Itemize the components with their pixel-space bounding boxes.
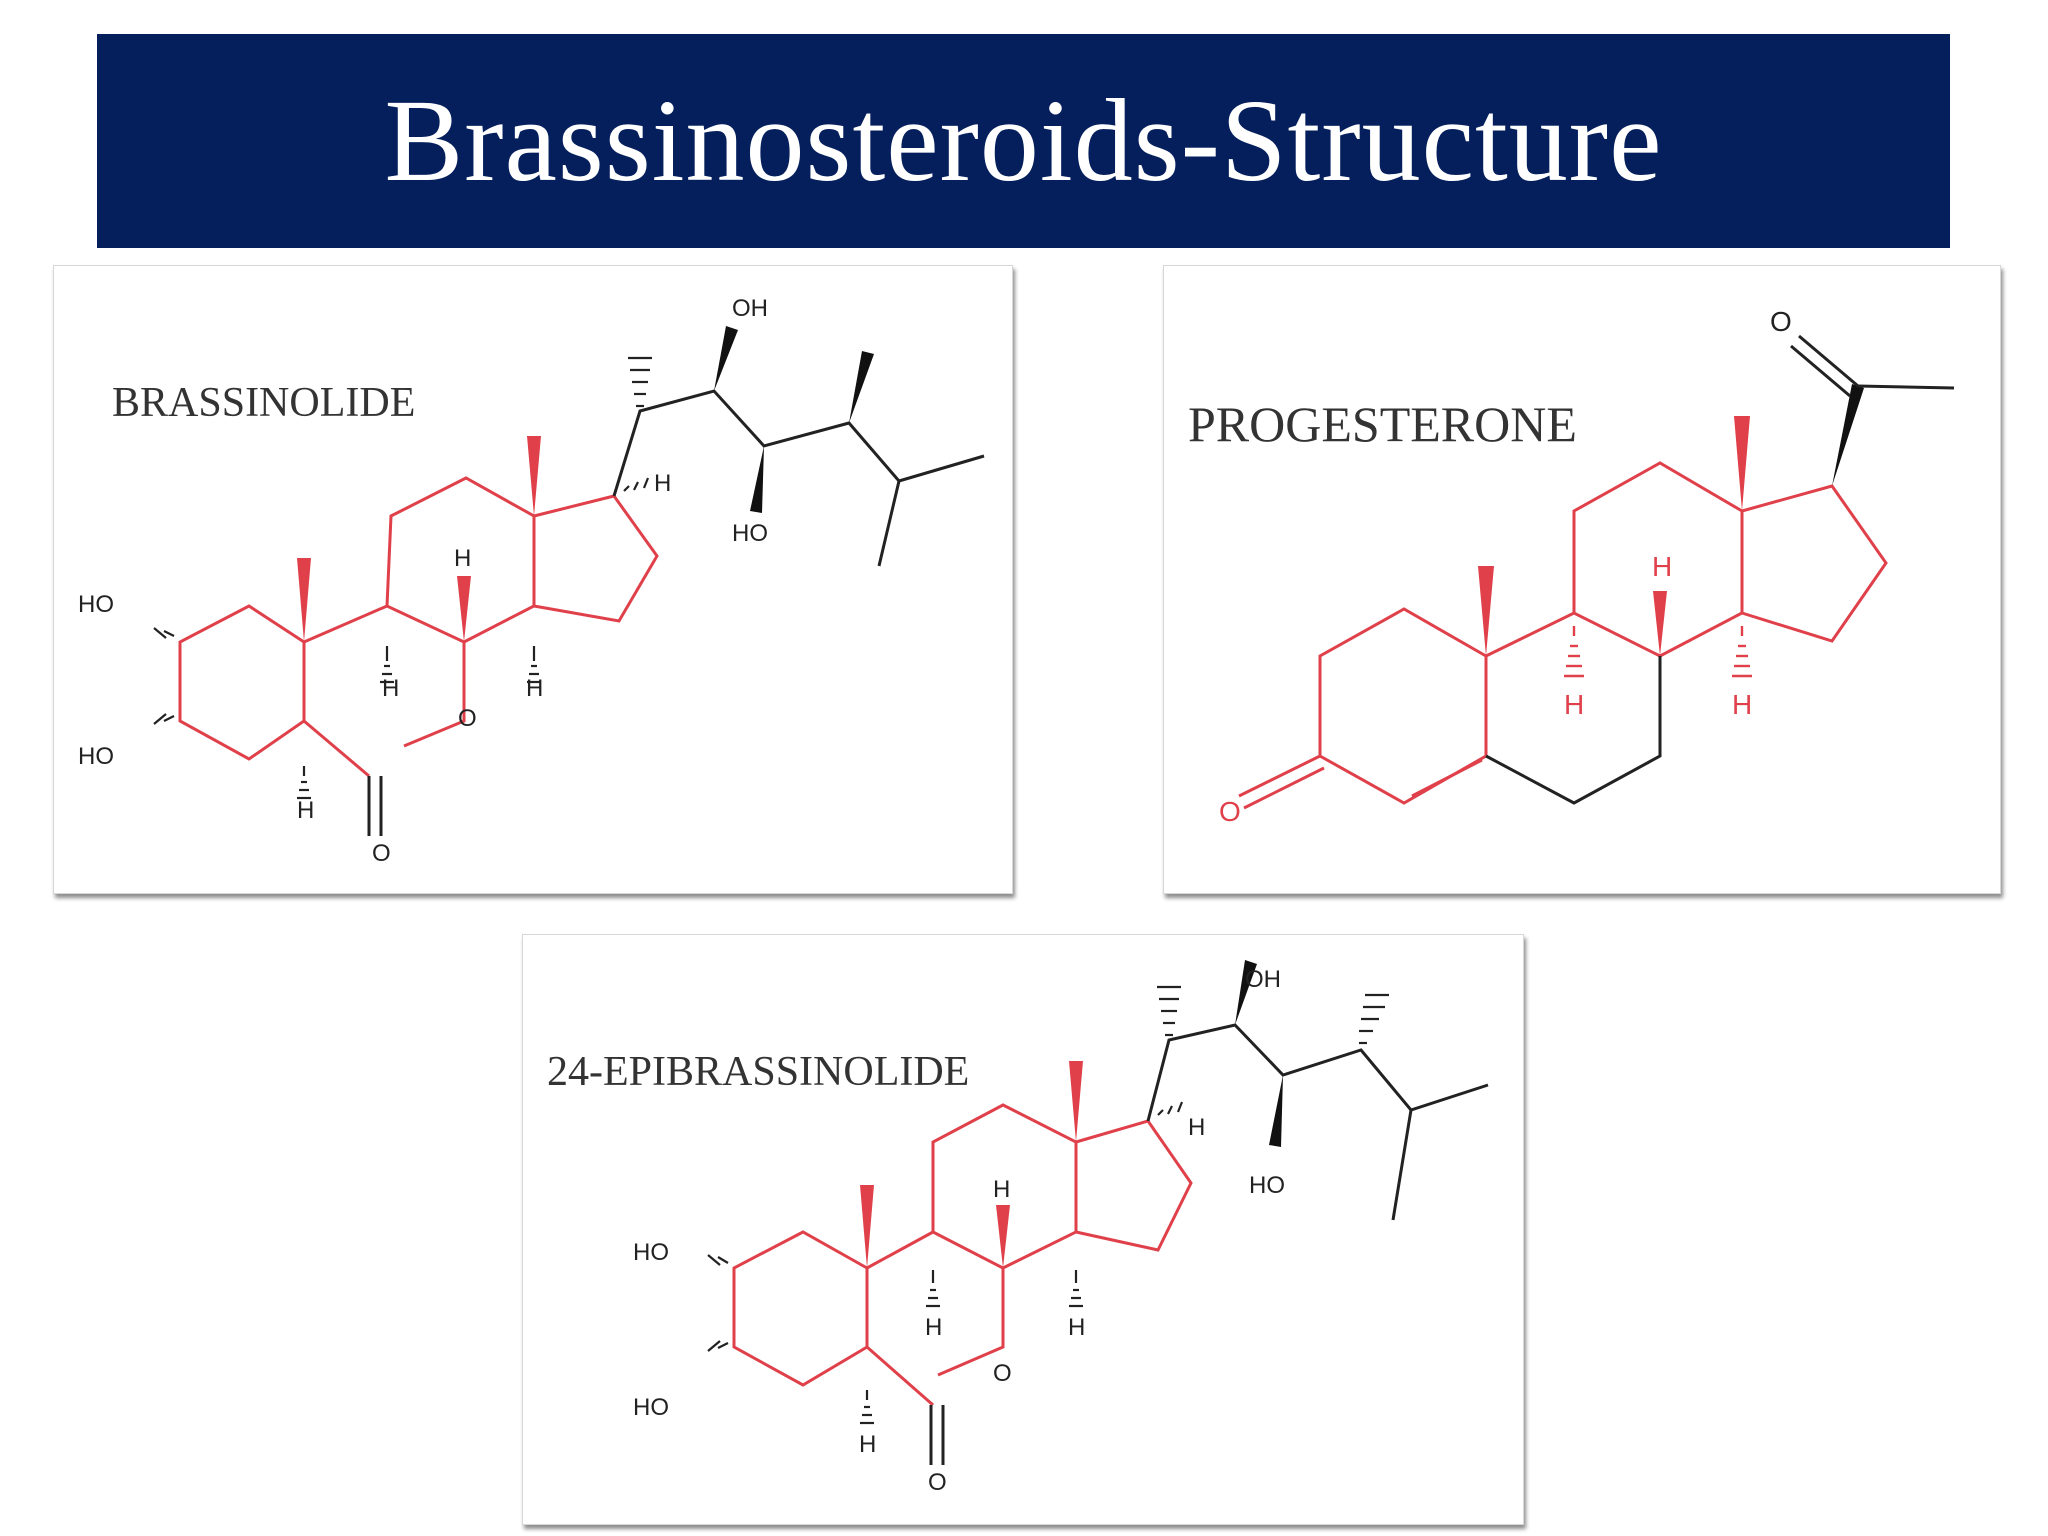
svg-text:O: O <box>1219 796 1241 827</box>
svg-text:O: O <box>928 1469 947 1496</box>
svg-text:H: H <box>454 545 471 572</box>
svg-text:H: H <box>859 1431 876 1458</box>
epibrassinolide-structure: 24-EPIBRASSINOLIDE <box>547 960 1489 1496</box>
svg-text:HO: HO <box>633 1239 669 1266</box>
svg-text:OH: OH <box>732 295 768 322</box>
title-bar: Brassinosteroids-Structure <box>97 34 1950 248</box>
slide-title: Brassinosteroids-Structure <box>384 75 1663 206</box>
panel-epibrassinolide: 24-EPIBRASSINOLIDE <box>522 934 1524 1525</box>
svg-text:H: H <box>993 1176 1010 1203</box>
svg-text:H: H <box>297 797 314 824</box>
svg-text:HO: HO <box>633 1394 669 1421</box>
atom-labels: OH H HO HO HO H H H H O O <box>78 295 768 867</box>
atom-labels: O H H H O <box>1219 306 1792 827</box>
brassinolide-structure: BRASSINOLIDE <box>78 295 985 867</box>
svg-text:H: H <box>925 1314 942 1341</box>
svg-text:HO: HO <box>78 743 114 770</box>
steroid-core <box>1318 461 1888 805</box>
steroid-core <box>732 1103 1193 1407</box>
progesterone-structure: PROGESTERONE <box>1188 306 1955 827</box>
svg-text:H: H <box>1564 689 1584 720</box>
svg-text:O: O <box>993 1360 1012 1387</box>
steroid-core <box>178 476 659 778</box>
svg-text:OH: OH <box>1245 966 1281 993</box>
panel-brassinolide: BRASSINOLIDE <box>53 265 1013 894</box>
svg-text:HO: HO <box>732 520 768 547</box>
svg-text:H: H <box>654 470 671 497</box>
panel-progesterone: PROGESTERONE <box>1163 265 2001 894</box>
svg-text:HO: HO <box>78 591 114 618</box>
svg-text:H: H <box>1188 1114 1205 1141</box>
svg-text:O: O <box>458 705 477 732</box>
svg-text:H: H <box>1732 689 1752 720</box>
svg-text:H: H <box>1068 1314 1085 1341</box>
molecule-name: BRASSINOLIDE <box>112 380 415 426</box>
molecule-name: 24-EPIBRASSINOLIDE <box>547 1049 969 1095</box>
svg-text:HO: HO <box>1249 1172 1285 1199</box>
svg-text:H: H <box>526 675 543 702</box>
atom-labels: OH H HO HO HO H H H H O O <box>633 966 1285 1496</box>
svg-text:H: H <box>1652 551 1672 582</box>
molecule-name: PROGESTERONE <box>1188 396 1577 452</box>
svg-text:H: H <box>382 675 399 702</box>
svg-text:O: O <box>372 840 391 867</box>
svg-text:O: O <box>1770 306 1792 337</box>
